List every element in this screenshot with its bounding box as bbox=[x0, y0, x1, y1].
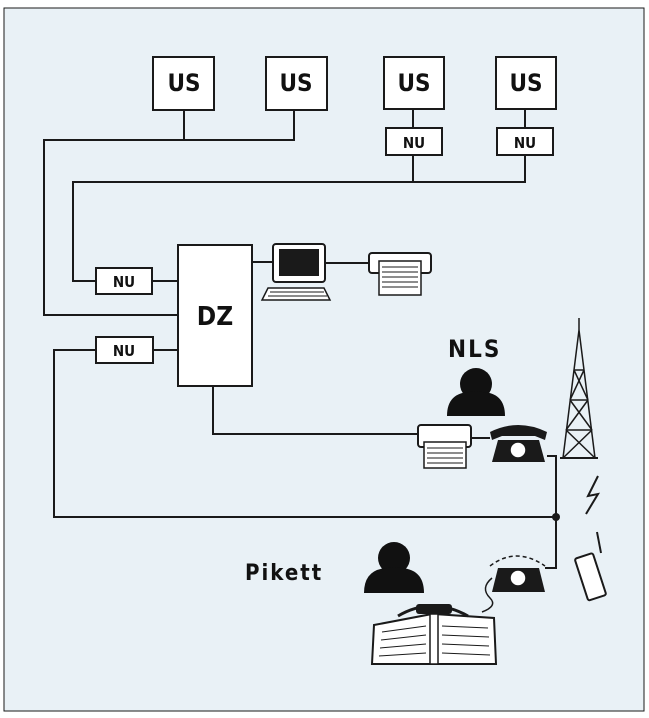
connection-lines bbox=[43, 109, 557, 569]
nu-box-left-lower-label: NU bbox=[113, 342, 135, 360]
nu-box-us3-label: NU bbox=[403, 134, 425, 152]
link-dz-fax bbox=[212, 386, 418, 435]
link-nu-bus-left bbox=[72, 181, 413, 282]
junction-dot bbox=[552, 513, 560, 521]
nu-box-us4-label: NU bbox=[514, 134, 536, 152]
binder-icon bbox=[370, 604, 498, 665]
printer-icon bbox=[368, 252, 432, 296]
us-box-2-label: US bbox=[279, 69, 312, 97]
pikett-telephone-icon bbox=[481, 555, 546, 613]
us-box-3-label: US bbox=[397, 69, 430, 97]
pager-icon bbox=[574, 531, 607, 602]
us-box-1: US bbox=[152, 56, 215, 111]
us-box-1-label: US bbox=[167, 69, 200, 97]
nls-person-icon bbox=[447, 368, 505, 416]
us-box-4: US bbox=[495, 56, 557, 110]
computer-icon bbox=[260, 243, 332, 301]
pikett-person-icon bbox=[364, 542, 424, 593]
nu-box-us4: NU bbox=[496, 127, 554, 156]
nls-telephone-icon bbox=[490, 425, 547, 462]
link-nu-bus bbox=[412, 155, 526, 183]
us-box-3: US bbox=[383, 56, 445, 110]
dz-box: DZ bbox=[177, 244, 253, 387]
link-bus-left-trunk bbox=[43, 139, 184, 316]
link-junction-pikett-phone bbox=[545, 517, 557, 569]
pikett-label: Pikett bbox=[245, 561, 323, 586]
radio-tower-icon bbox=[560, 318, 598, 459]
us-box-2: US bbox=[265, 56, 328, 111]
link-nu-lower-trunk bbox=[53, 349, 557, 518]
lightning-icon bbox=[585, 475, 601, 515]
nu-box-left-upper-label: NU bbox=[113, 273, 135, 291]
us-box-4-label: US bbox=[509, 69, 542, 97]
link-us1-us2-bus bbox=[183, 110, 295, 141]
nu-box-left-lower: NU bbox=[95, 336, 154, 364]
nls-label: NLS bbox=[448, 335, 501, 363]
fax-icon bbox=[417, 424, 472, 469]
nu-box-left-upper: NU bbox=[95, 267, 153, 295]
dz-box-label: DZ bbox=[197, 302, 233, 332]
nu-box-us3: NU bbox=[385, 127, 443, 156]
